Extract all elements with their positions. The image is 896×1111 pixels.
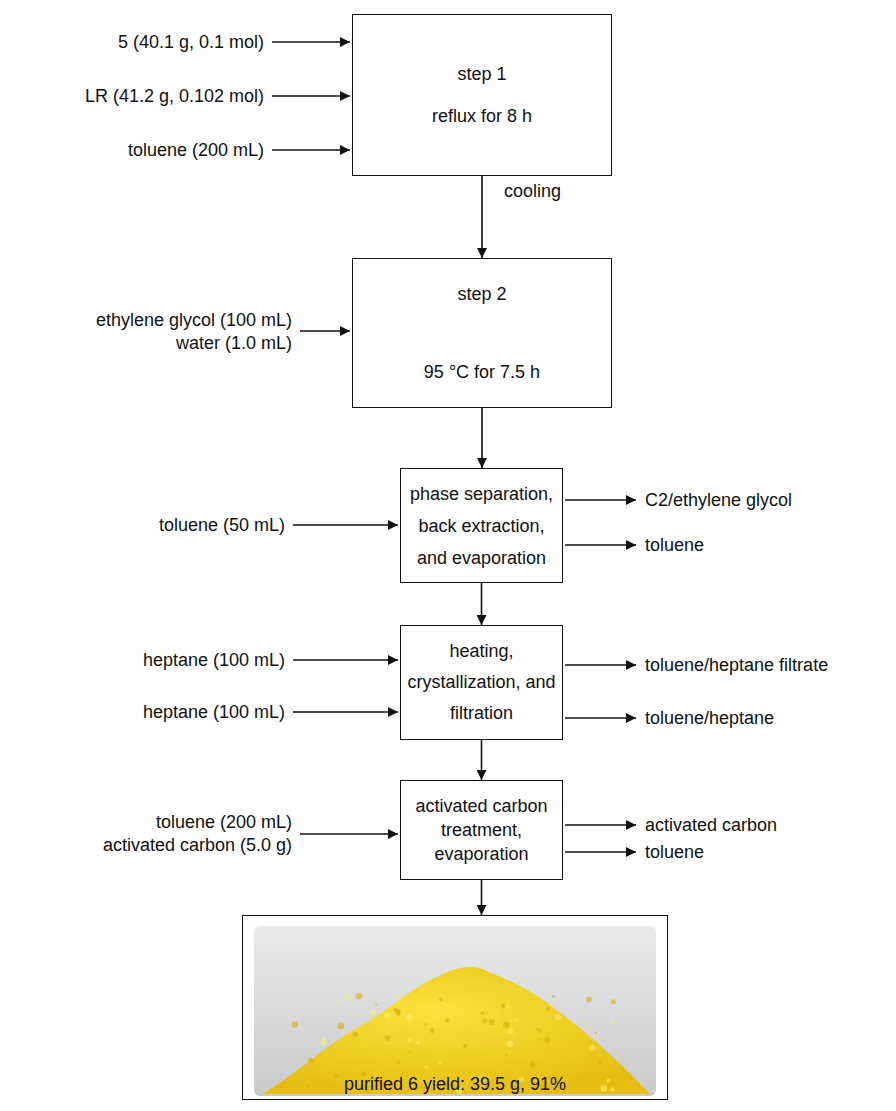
input-reagent: toluene (200 mL): [128, 139, 264, 161]
output-stream: toluene: [645, 534, 704, 556]
input-arrow: [300, 833, 398, 835]
output-stream: toluene/heptane: [645, 707, 774, 729]
process-box: phase separation, back extraction, and e…: [400, 468, 563, 583]
output-stream: toluene/heptane filtrate: [645, 654, 828, 676]
output-arrow: [565, 717, 636, 719]
process-box: activated carbon treatment, evaporation: [400, 780, 563, 880]
input-reagent: water (1.0 mL): [176, 332, 292, 354]
product-photo: [254, 926, 656, 1096]
step-text: phase separation, back extraction, and e…: [407, 478, 556, 574]
step-text: 95 °C for 7.5 h: [424, 361, 540, 383]
input-reagent: heptane (100 mL): [143, 701, 285, 723]
output-arrow: [565, 851, 636, 853]
output-stream: activated carbon: [645, 814, 777, 836]
output-arrow: [565, 499, 636, 501]
flow-arrow: [481, 408, 483, 468]
output-arrow: [565, 824, 636, 826]
input-reagent: toluene (200 mL): [156, 811, 292, 833]
edge-label: cooling: [502, 180, 563, 202]
input-arrow: [293, 524, 398, 526]
flow-arrow: [481, 583, 483, 625]
process-box: step 2 95 °C for 7.5 h: [352, 258, 612, 408]
process-box: step 1 reflux for 8 h: [352, 14, 612, 176]
product-label: purified 6 yield: 39.5 g, 91%: [344, 1073, 566, 1095]
step-title: step 2: [457, 283, 506, 305]
input-arrow: [272, 41, 350, 43]
product-box: purified 6 yield: 39.5 g, 91%: [242, 915, 668, 1100]
flow-arrow: [481, 176, 483, 258]
flow-arrow: [481, 740, 483, 780]
output-stream: C2/ethylene glycol: [645, 489, 792, 511]
output-arrow: [565, 664, 636, 666]
input-reagent: ethylene glycol (100 mL): [96, 309, 292, 331]
input-reagent: toluene (50 mL): [159, 514, 285, 536]
step-title: step 1: [457, 63, 506, 85]
input-arrow: [293, 659, 398, 661]
input-reagent: heptane (100 mL): [143, 649, 285, 671]
step-text: activated carbon treatment, evaporation: [407, 794, 556, 866]
step-text: reflux for 8 h: [432, 105, 532, 127]
output-stream: toluene: [645, 841, 704, 863]
input-reagent: LR (41.2 g, 0.102 mol): [85, 85, 264, 107]
input-arrow: [272, 95, 350, 97]
flow-arrow: [481, 880, 483, 915]
output-arrow: [565, 544, 636, 546]
process-box: heating, crystallization, and filtration: [400, 625, 563, 740]
input-reagent: 5 (40.1 g, 0.1 mol): [118, 31, 264, 53]
input-arrow: [300, 330, 350, 332]
input-reagent: activated carbon (5.0 g): [103, 834, 292, 856]
input-arrow: [272, 149, 350, 151]
step-text: heating, crystallization, and filtration: [407, 636, 556, 729]
input-arrow: [293, 711, 398, 713]
